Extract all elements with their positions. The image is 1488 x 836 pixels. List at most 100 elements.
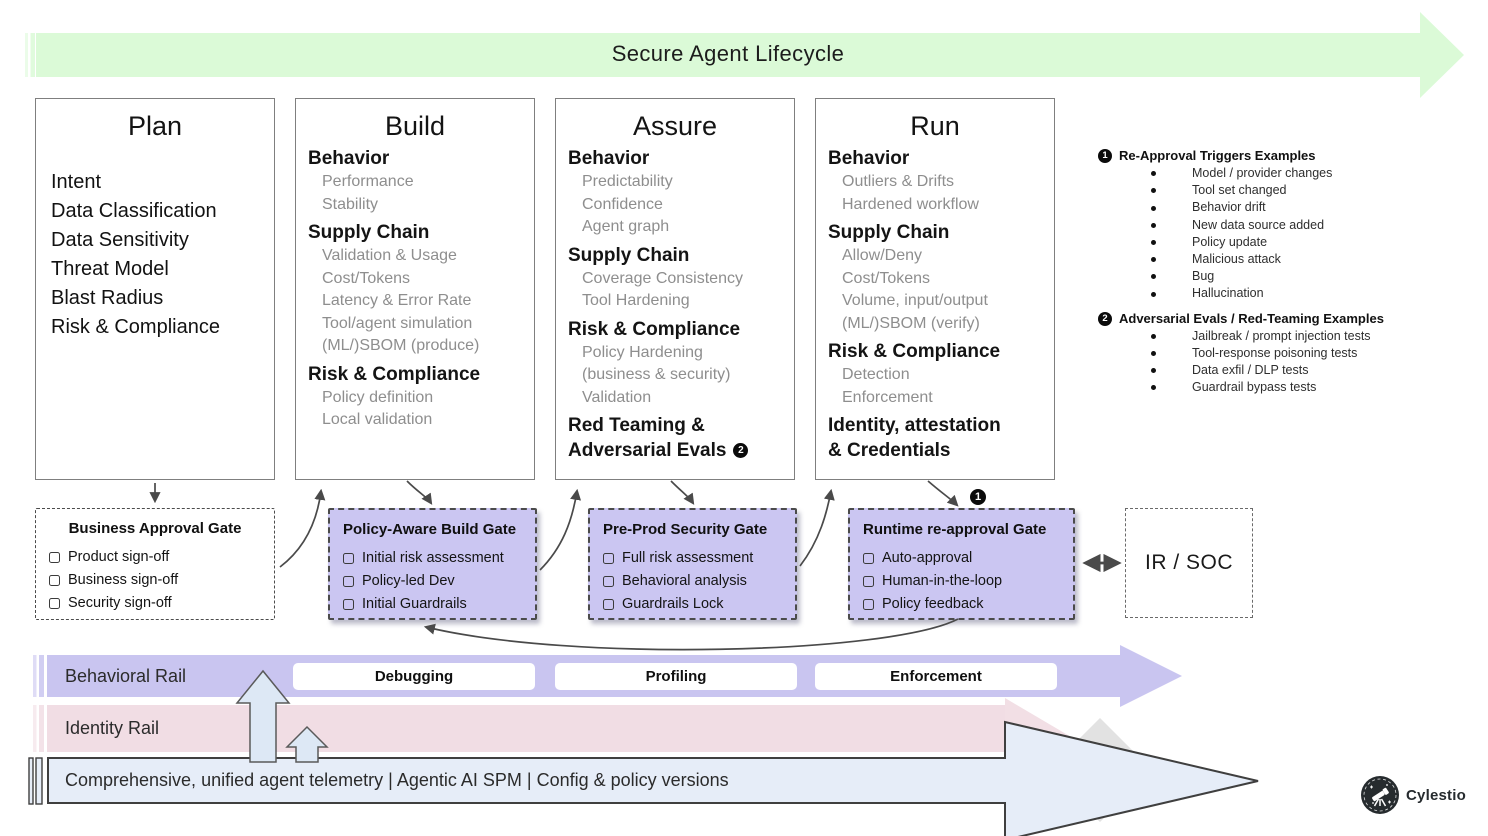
gate-item: Behavioral analysis xyxy=(590,570,795,593)
gate-item: Business sign-off xyxy=(36,569,274,592)
plan-item: Risk & Compliance xyxy=(51,316,220,338)
adversarial-evals-title: Adversarial Evals / Red-Teaming Examples xyxy=(1119,310,1384,326)
section-header: Supply Chain xyxy=(828,222,950,243)
plan-item: Data Sensitivity xyxy=(51,229,189,251)
section-item: Cost/Tokens xyxy=(842,269,931,287)
section-header: Behavior xyxy=(828,148,910,169)
lifecycle-arrow-tail xyxy=(30,33,35,77)
identity-rail-arrowhead xyxy=(1005,698,1100,810)
section-item: Cost/Tokens xyxy=(322,269,411,287)
red-teaming-header-text: Adversarial Evals xyxy=(568,440,727,461)
gate-item: Human-in-the-loop xyxy=(850,570,1073,593)
pre-prod-security-gate: Pre-Prod Security Gate Full risk assessm… xyxy=(588,508,797,620)
section-header: Risk & Compliance xyxy=(828,341,1001,362)
stage-profiling: Profiling xyxy=(555,663,797,690)
bullet-icon xyxy=(1151,274,1156,280)
telemetry-rail-label: Comprehensive, unified agent telemetry |… xyxy=(65,770,729,790)
list-item: Bug xyxy=(1098,268,1488,285)
behavioral-rail-label: Behavioral Rail xyxy=(65,666,187,686)
plan-phase-box: Plan Intent Data Classification Data Sen… xyxy=(35,98,275,480)
assure-phase-box: Assure Behavior Predictability Confidenc… xyxy=(555,98,795,480)
section-item: Allow/Deny xyxy=(842,247,923,264)
section-item: Policy Hardening xyxy=(582,343,703,361)
bullet-icon xyxy=(1151,385,1156,391)
run-phase-title: Run xyxy=(910,111,960,141)
reapproval-triggers-header: 1 Re-Approval Triggers Examples xyxy=(1098,147,1488,165)
build-phase-box: Build Behavior Performance Stability Sup… xyxy=(295,98,535,480)
ir-soc-box: IR / SOC xyxy=(1125,508,1253,618)
logo-text: Cylestio xyxy=(1406,786,1466,804)
telemetry-arrow-tail xyxy=(35,757,43,805)
gate-title: Business Approval Gate xyxy=(68,520,242,537)
section-item: Hardened workflow xyxy=(842,195,979,213)
telemetry-up-arrow-large xyxy=(235,669,291,763)
plan-phase-title: Plan xyxy=(127,111,183,141)
stage-debugging: Debugging xyxy=(293,663,535,690)
page-title: Secure Agent Lifecycle xyxy=(611,41,845,66)
gate-item: Auto-approval xyxy=(850,547,1073,570)
checkbox-icon xyxy=(49,552,60,563)
gate-item: Initial risk assessment xyxy=(330,547,535,570)
plan-item: Threat Model xyxy=(51,258,169,280)
behavioral-rail-tail xyxy=(33,655,37,697)
gray-diamond-shape xyxy=(1048,718,1152,822)
list-item: Tool-response poisoning tests xyxy=(1098,345,1488,362)
assure-to-preprod-gate-arrow xyxy=(670,480,695,505)
identity-rail-bar xyxy=(47,705,1005,752)
checkbox-icon xyxy=(603,576,614,587)
section-item: (business & security) xyxy=(582,366,731,383)
cylestio-logo: Cylestio xyxy=(1360,775,1466,815)
list-item: Malicious attack xyxy=(1098,251,1488,268)
list-item: New data source added xyxy=(1098,217,1488,234)
badge-1-icon: 1 xyxy=(970,489,986,505)
identity-rail-label: Identity Rail xyxy=(65,718,160,738)
identity-credentials-header-line2: & Credentials xyxy=(828,440,951,461)
section-item: Tool/agent simulation xyxy=(322,314,473,332)
section-item: Tool Hardening xyxy=(582,292,690,309)
checkbox-icon xyxy=(49,575,60,586)
list-item: Jailbreak / prompt injection tests xyxy=(1098,328,1488,345)
checkbox-icon xyxy=(863,576,874,587)
telemetry-up-arrow-small xyxy=(285,725,329,763)
telemetry-arrow-tail xyxy=(28,757,34,805)
checkbox-icon xyxy=(343,576,354,587)
plan-item: Data Classification xyxy=(51,200,217,222)
bullet-icon xyxy=(1151,333,1156,339)
bullet-icon xyxy=(1151,222,1156,228)
list-item: Guardrail bypass tests xyxy=(1098,379,1488,396)
section-item: Coverage Consistency xyxy=(582,269,743,287)
bullet-icon xyxy=(1151,205,1156,211)
bullet-icon xyxy=(1151,188,1156,194)
red-teaming-header: Red Teaming & xyxy=(568,415,705,436)
identity-rail-tail xyxy=(33,705,37,752)
section-item: Agent graph xyxy=(582,218,670,235)
checkbox-icon xyxy=(863,553,874,564)
checkbox-icon xyxy=(603,599,614,610)
bullet-icon xyxy=(1151,350,1156,356)
list-item: Hallucination xyxy=(1098,285,1488,302)
business-approval-gate: Business Approval Gate Product sign-off … xyxy=(35,508,275,620)
badge-2-icon: 2 xyxy=(733,443,749,458)
policy-aware-build-gate: Policy-Aware Build Gate Initial risk ass… xyxy=(328,508,537,620)
section-item: (ML/)SBOM (produce) xyxy=(322,337,480,354)
reapproval-triggers-title: Re-Approval Triggers Examples xyxy=(1119,148,1316,163)
checkbox-icon xyxy=(343,599,354,610)
section-item: Validation & Usage xyxy=(322,247,457,264)
runtime-reapproval-gate: Runtime re-approval Gate Auto-approval H… xyxy=(848,508,1075,620)
gate-title: Pre-Prod Security Gate xyxy=(603,521,768,538)
bullet-icon xyxy=(1151,239,1156,245)
assure-phase-title: Assure xyxy=(632,111,718,141)
section-header: Risk & Compliance xyxy=(308,363,481,385)
bullet-icon xyxy=(1151,368,1156,374)
run-phase-box: Run Behavior Outliers & Drifts Hardened … xyxy=(815,98,1055,480)
section-item: Enforcement xyxy=(842,388,933,406)
lifecycle-arrow-tail xyxy=(25,33,28,77)
section-item: Latency & Error Rate xyxy=(322,292,472,309)
identity-rail-tail xyxy=(39,705,44,752)
plan-item: Blast Radius xyxy=(51,287,164,309)
bullet-icon xyxy=(1151,257,1156,263)
section-item: Local validation xyxy=(322,411,433,428)
behavioral-rail-tail xyxy=(39,655,44,697)
section-item: Stability xyxy=(322,195,379,213)
run-to-runtime-gate-arrow xyxy=(927,480,959,507)
